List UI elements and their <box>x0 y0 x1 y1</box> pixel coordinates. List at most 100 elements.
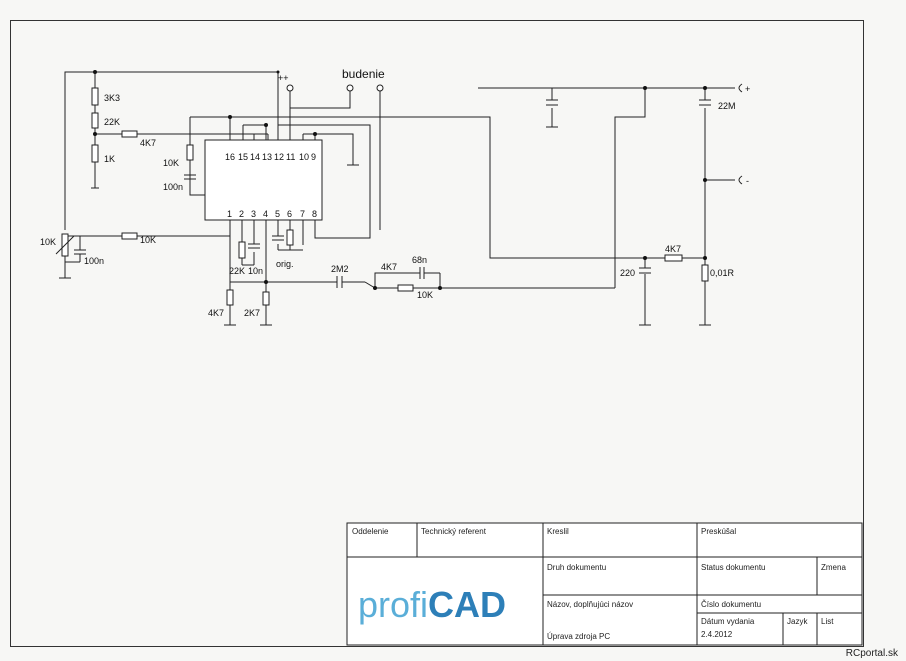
logo-cad: CAD <box>428 584 506 625</box>
label-22k: 22K <box>104 117 120 127</box>
label-10k-mid: 10K <box>140 235 156 245</box>
tb-cislo-dokumentu: Číslo dokumentu <box>701 600 761 609</box>
label-vplus: ++ <box>278 73 289 83</box>
label-10k-left: 10K <box>163 158 179 168</box>
label-4k7-b: 4K7 <box>208 308 224 318</box>
potentiometer-10k <box>55 233 230 279</box>
ic-pin-8: 8 <box>312 209 317 219</box>
resistor-10k-mid <box>121 232 138 240</box>
watermark-rcportal: RCportal.sk <box>845 648 898 659</box>
ic-package <box>204 139 323 221</box>
resistor-4k7-d <box>664 254 683 262</box>
label-100n-a: 100n <box>163 182 183 192</box>
tb-zmena: Zmena <box>821 563 846 572</box>
ic-pin-7: 7 <box>300 209 305 219</box>
tb-technicky-referent: Technický referent <box>421 527 487 536</box>
capacitor-orig <box>272 235 284 241</box>
terminal-budenie-1 <box>346 84 354 92</box>
ic-pin-labels-top: 16 15 14 13 12 11 10 9 <box>225 152 316 162</box>
svg-text:profiCAD: profiCAD <box>358 584 506 625</box>
resistor-2k7 <box>262 291 270 306</box>
ic-pin-labels-bottom: 1 2 3 4 5 6 7 8 <box>227 209 317 219</box>
tb-datum-value: 2.4.2012 <box>701 630 733 639</box>
ic-pin-4: 4 <box>263 209 268 219</box>
ic-pin-15: 15 <box>238 152 248 162</box>
resistor-10k-c <box>397 284 414 292</box>
label-pot-10k: 10K <box>40 237 56 247</box>
label-4k7-c: 4K7 <box>381 262 397 272</box>
ic-pin-10: 10 <box>299 152 309 162</box>
label-3k3: 3K3 <box>104 93 120 103</box>
tb-uprava: Úprava zdroja PC <box>547 632 610 641</box>
label-10n: 10n <box>248 266 263 276</box>
label-100n-b: 100n <box>84 256 104 266</box>
tb-oddelenie: Oddelenie <box>352 527 389 536</box>
tb-druh-dokumentu: Druh dokumentu <box>547 563 606 572</box>
capacitor-2m2 <box>335 276 345 288</box>
resistor-22k-b <box>238 241 246 259</box>
resistor-3k3 <box>91 87 99 106</box>
ic-pin-16: 16 <box>225 152 235 162</box>
ic-top-wiring <box>189 90 640 259</box>
ic-top-pin-leads <box>229 90 316 140</box>
resistor-001r <box>701 264 709 282</box>
resistor-orig <box>286 229 294 246</box>
ic-pin-3: 3 <box>251 209 256 219</box>
ic-pin-6: 6 <box>287 209 292 219</box>
ic-pin-12: 12 <box>274 152 284 162</box>
label-budenie: budenie <box>342 67 385 81</box>
output-terminal-minus <box>738 175 743 185</box>
ic-pin-2: 2 <box>239 209 244 219</box>
label-22k-b: 22K <box>229 266 245 276</box>
resistor-4k7-a <box>121 130 138 138</box>
terminal-budenie-2 <box>376 84 384 92</box>
ic-pin-1: 1 <box>227 209 232 219</box>
label-plus-out: + <box>745 84 750 94</box>
ic-pin-9: 9 <box>311 152 316 162</box>
label-1k: 1K <box>104 154 115 164</box>
label-orig: orig. <box>276 259 294 269</box>
drawing-frame <box>10 20 864 647</box>
ic-pin-14: 14 <box>250 152 260 162</box>
ic-pin-11: 11 <box>286 152 295 162</box>
capacitor-100n-b <box>65 236 86 263</box>
wires-right <box>478 87 735 326</box>
tb-jazyk: Jazyk <box>787 617 808 626</box>
label-68n: 68n <box>412 255 427 265</box>
ic-bottom-wiring <box>224 88 646 326</box>
label-4k7-a: 4K7 <box>140 138 156 148</box>
capacitor-100n-a <box>184 160 196 180</box>
label-220: 220 <box>620 268 635 278</box>
tb-kreslil: Kreslil <box>547 527 569 536</box>
label-001r: 0,01R <box>710 268 735 278</box>
resistor-10k-left <box>186 144 194 161</box>
ic-pin-5: 5 <box>275 209 280 219</box>
resistor-22k <box>91 112 99 129</box>
label-22m: 22M <box>718 101 736 111</box>
label-4k7-d: 4K7 <box>665 244 681 254</box>
capacitor-10n <box>248 243 260 249</box>
title-block <box>346 522 863 646</box>
resistor-4k7-b <box>226 289 234 306</box>
output-terminal-plus <box>738 83 743 93</box>
resistor-1k <box>91 144 99 163</box>
capacitor-22m <box>699 99 711 106</box>
proficad-logo: profiCAD <box>358 584 506 625</box>
capacitor-68n <box>410 267 428 279</box>
tb-status-dokumentu: Status dokumentu <box>701 563 765 572</box>
tb-datum-vydania: Dátum vydania <box>701 617 755 626</box>
capacitor-220 <box>639 267 651 274</box>
terminal-vplus <box>286 84 294 92</box>
label-10k-c: 10K <box>417 290 433 300</box>
label-minus-out: - <box>746 176 749 186</box>
logo-profi: profi <box>358 584 428 625</box>
label-2m2: 2M2 <box>331 264 349 274</box>
ic-pin-13: 13 <box>262 152 272 162</box>
tb-preskusal: Preskúšal <box>701 527 736 536</box>
tb-list: List <box>821 617 834 626</box>
capacitor-filter-top <box>546 99 558 106</box>
tb-nazov: Názov, doplňujúci názov <box>547 600 633 609</box>
label-2k7: 2K7 <box>244 308 260 318</box>
